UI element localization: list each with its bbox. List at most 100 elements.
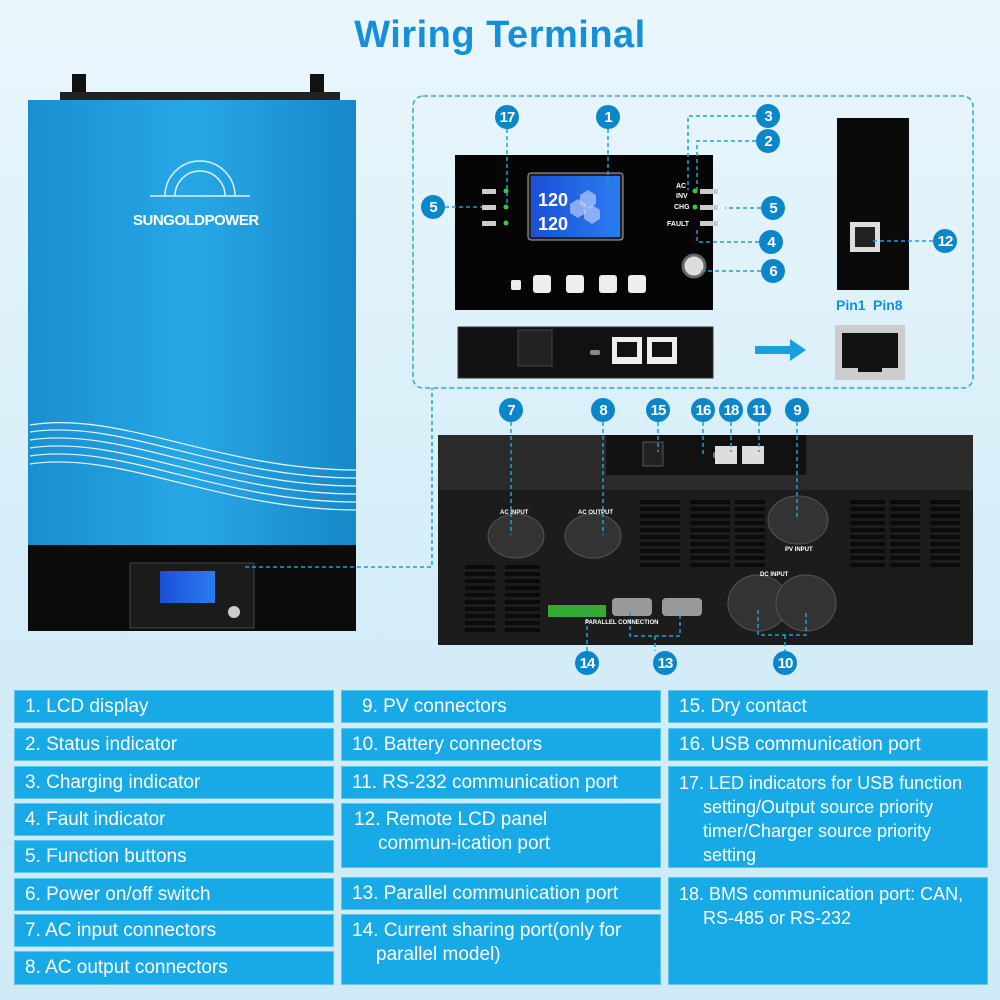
callout-1: 1 (596, 105, 620, 129)
callout-18: 18 (719, 398, 743, 422)
arrow-icon (755, 339, 806, 361)
power-switch (681, 253, 707, 279)
vent-slat (505, 572, 540, 576)
vent-slat (465, 614, 495, 618)
vent-slat (465, 593, 495, 597)
legend-item: 11. RS-232 communication port (341, 766, 661, 799)
pv-input-label: PV INPUT (785, 547, 813, 553)
vent-slat (930, 542, 960, 546)
legend-item-cell: 17. LED indicators for USB function sett… (668, 766, 988, 868)
vent-slat (465, 565, 495, 569)
vent-slat (690, 500, 730, 504)
legend-item: 4. Fault indicator (14, 803, 334, 836)
vent-slat (930, 521, 960, 525)
wave-decoration (29, 421, 357, 511)
vent-slat (735, 500, 765, 504)
legend-item: 6. Power on/off switch (14, 878, 334, 911)
vent-slat (465, 607, 495, 611)
callout-17: 17 (495, 105, 519, 129)
pin1-label: Pin1 (836, 297, 866, 313)
vent-slat (640, 563, 680, 567)
legend-item: 16. USB communication port (668, 728, 988, 761)
vent-slat (690, 521, 730, 525)
vent-slat (690, 563, 730, 567)
vent-slat (465, 579, 495, 583)
vent-slat (930, 507, 960, 511)
lcd-reading-2: 120 (538, 214, 569, 234)
vent-slat (850, 542, 885, 546)
callout-8: 8 (591, 398, 615, 422)
vent-slat (890, 514, 920, 518)
remote-panel-side (837, 118, 909, 290)
vent-slat (930, 500, 960, 504)
vent-slat (640, 521, 680, 525)
sun-logo-icon (150, 160, 250, 197)
vent-slat (850, 521, 885, 525)
callout-13: 13 (653, 651, 677, 675)
fault-label: FAULT (667, 221, 690, 228)
detail-frame (412, 95, 974, 389)
vent-slat (690, 556, 730, 560)
vent-slat (505, 593, 540, 597)
callout-5-right: 5 (761, 196, 785, 220)
vent-slat (850, 500, 885, 504)
callout-9: 9 (785, 398, 809, 422)
legend-item: 10. Battery connectors (341, 728, 661, 761)
vent-slat (890, 563, 920, 567)
vent-slat (735, 549, 765, 553)
lcd-reading-1: 120 (538, 190, 569, 210)
inverter-rear (438, 435, 973, 645)
vent-slat (505, 614, 540, 618)
vent-slat (850, 549, 885, 553)
vent-slat (505, 565, 540, 569)
vent-slat (850, 535, 885, 539)
mini-lcd (160, 571, 215, 603)
vent-slat (735, 563, 765, 567)
vent-slat (850, 507, 885, 511)
legend-item: 1. LCD display (14, 690, 334, 723)
callout-12: 12 (933, 229, 957, 253)
ac-input-label: AC INPUT (500, 510, 529, 516)
vent-slat (930, 514, 960, 518)
callout-7: 7 (499, 398, 523, 422)
vent-slat (690, 535, 730, 539)
vent-slat (735, 542, 765, 546)
vent-slat (850, 563, 885, 567)
vent-slat (640, 500, 680, 504)
vent-slat (640, 542, 680, 546)
vent-slat (690, 549, 730, 553)
page-title: Wiring Terminal (354, 14, 646, 56)
vent-slat (690, 514, 730, 518)
vent-slat (890, 500, 920, 504)
vent-slat (465, 621, 495, 625)
callout-2: 2 (756, 129, 780, 153)
callout-11: 11 (747, 398, 771, 422)
legend-item: 18. BMS communication port: CAN, RS-485 … (679, 884, 964, 928)
vent-slat (640, 556, 680, 560)
legend-item: 7. AC input connectors (14, 914, 334, 947)
legend-item: 13. Parallel communication port (341, 877, 661, 910)
vent-slat (690, 528, 730, 532)
callout-3: 3 (756, 104, 780, 128)
front-panel-detail (455, 155, 718, 379)
legend-item-cell: 14. Current sharing port(only for parall… (341, 914, 661, 985)
vent-slat (465, 628, 495, 632)
callout-6: 6 (761, 259, 785, 283)
legend-item: 8. AC output connectors (14, 951, 334, 985)
chg-label: CHG (674, 204, 690, 211)
pin8-label: Pin8 (873, 297, 903, 313)
vent-slat (930, 528, 960, 532)
callout-4: 4 (759, 230, 783, 254)
vent-slat (890, 535, 920, 539)
inverter-body (28, 100, 356, 546)
vent-slat (890, 549, 920, 553)
vent-slat (505, 586, 540, 590)
mini-power-button (228, 606, 240, 618)
vent-slat (640, 514, 680, 518)
vent-slat (890, 528, 920, 532)
vent-slat (930, 535, 960, 539)
dc-input-label: DC INPUT (760, 572, 789, 578)
vent-slat (850, 514, 885, 518)
callout-10: 10 (773, 651, 797, 675)
legend-item-cell: 12. Remote LCD panel commun-ication port (341, 803, 661, 868)
